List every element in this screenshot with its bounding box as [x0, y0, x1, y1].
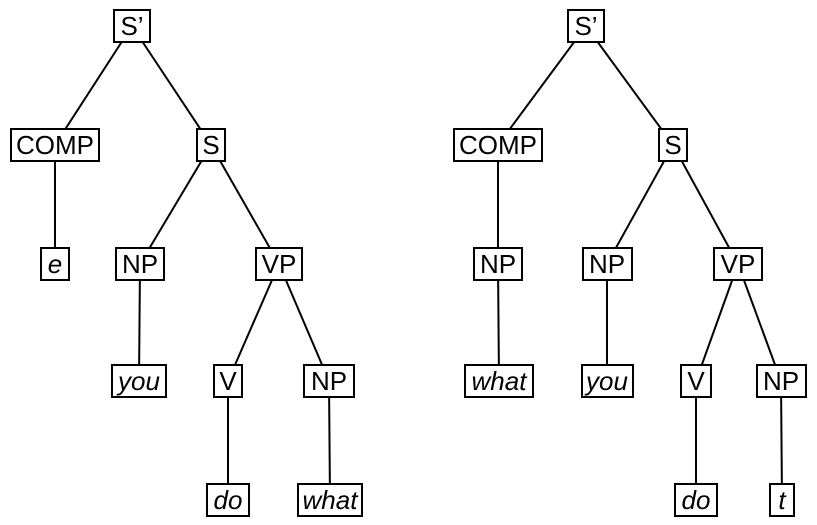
left-tree-node-np-obj: NP	[303, 364, 355, 398]
left-tree-edge-s-vp	[210, 144, 280, 265]
left-tree-edge-s-np-subj	[139, 144, 212, 265]
right-tree-node-you: you	[580, 364, 634, 398]
right-tree-edge-sbar-s	[585, 25, 674, 146]
left-tree-node-you: you	[111, 364, 167, 398]
right-tree-edge-np-obj-t	[780, 380, 783, 501]
left-tree-edge-vp-v	[227, 263, 280, 382]
left-tree-node-v: V	[213, 364, 243, 398]
right-tree-edge-s-np-subj	[606, 144, 674, 265]
left-tree-node-vp: VP	[255, 247, 303, 281]
left-tree-node-what: what	[297, 483, 363, 517]
left-tree-node-e: e	[40, 247, 70, 281]
right-tree-node-vp: VP	[713, 247, 763, 281]
left-tree-edge-np-obj-what	[328, 380, 331, 501]
right-tree-edge-sbar-comp	[497, 25, 587, 146]
left-tree-node-s: S	[196, 128, 226, 162]
left-tree-node-np-subj: NP	[115, 247, 165, 281]
right-tree-node-comp: COMP	[453, 128, 543, 162]
right-tree-node-sbar: S’	[567, 9, 605, 43]
right-tree-node-do: do	[674, 483, 718, 517]
right-tree-edge-vp-v	[695, 263, 739, 382]
left-tree-edge-sbar-comp	[54, 25, 133, 146]
right-tree-edge-np-comp-what	[497, 263, 500, 382]
right-tree-edge-vp-np-obj	[737, 263, 782, 382]
right-tree-node-v: V	[680, 364, 712, 398]
right-tree-node-np-obj: NP	[755, 364, 807, 398]
left-tree-edge-vp-np-obj	[278, 263, 330, 382]
left-tree-edge-np-subj-you	[138, 263, 141, 382]
right-tree-edge-s-vp	[672, 144, 739, 265]
right-tree-node-t: t	[769, 483, 795, 517]
right-tree-node-what: what	[464, 364, 534, 398]
left-tree-node-sbar: S’	[113, 9, 151, 43]
left-tree-edge-sbar-s	[131, 25, 212, 146]
right-tree-node-s: S	[658, 128, 688, 162]
right-tree-node-np-comp: NP	[473, 247, 523, 281]
right-tree-node-np-subj: NP	[581, 247, 633, 281]
left-tree-node-do: do	[206, 483, 250, 517]
left-tree-node-comp: COMP	[10, 128, 100, 162]
